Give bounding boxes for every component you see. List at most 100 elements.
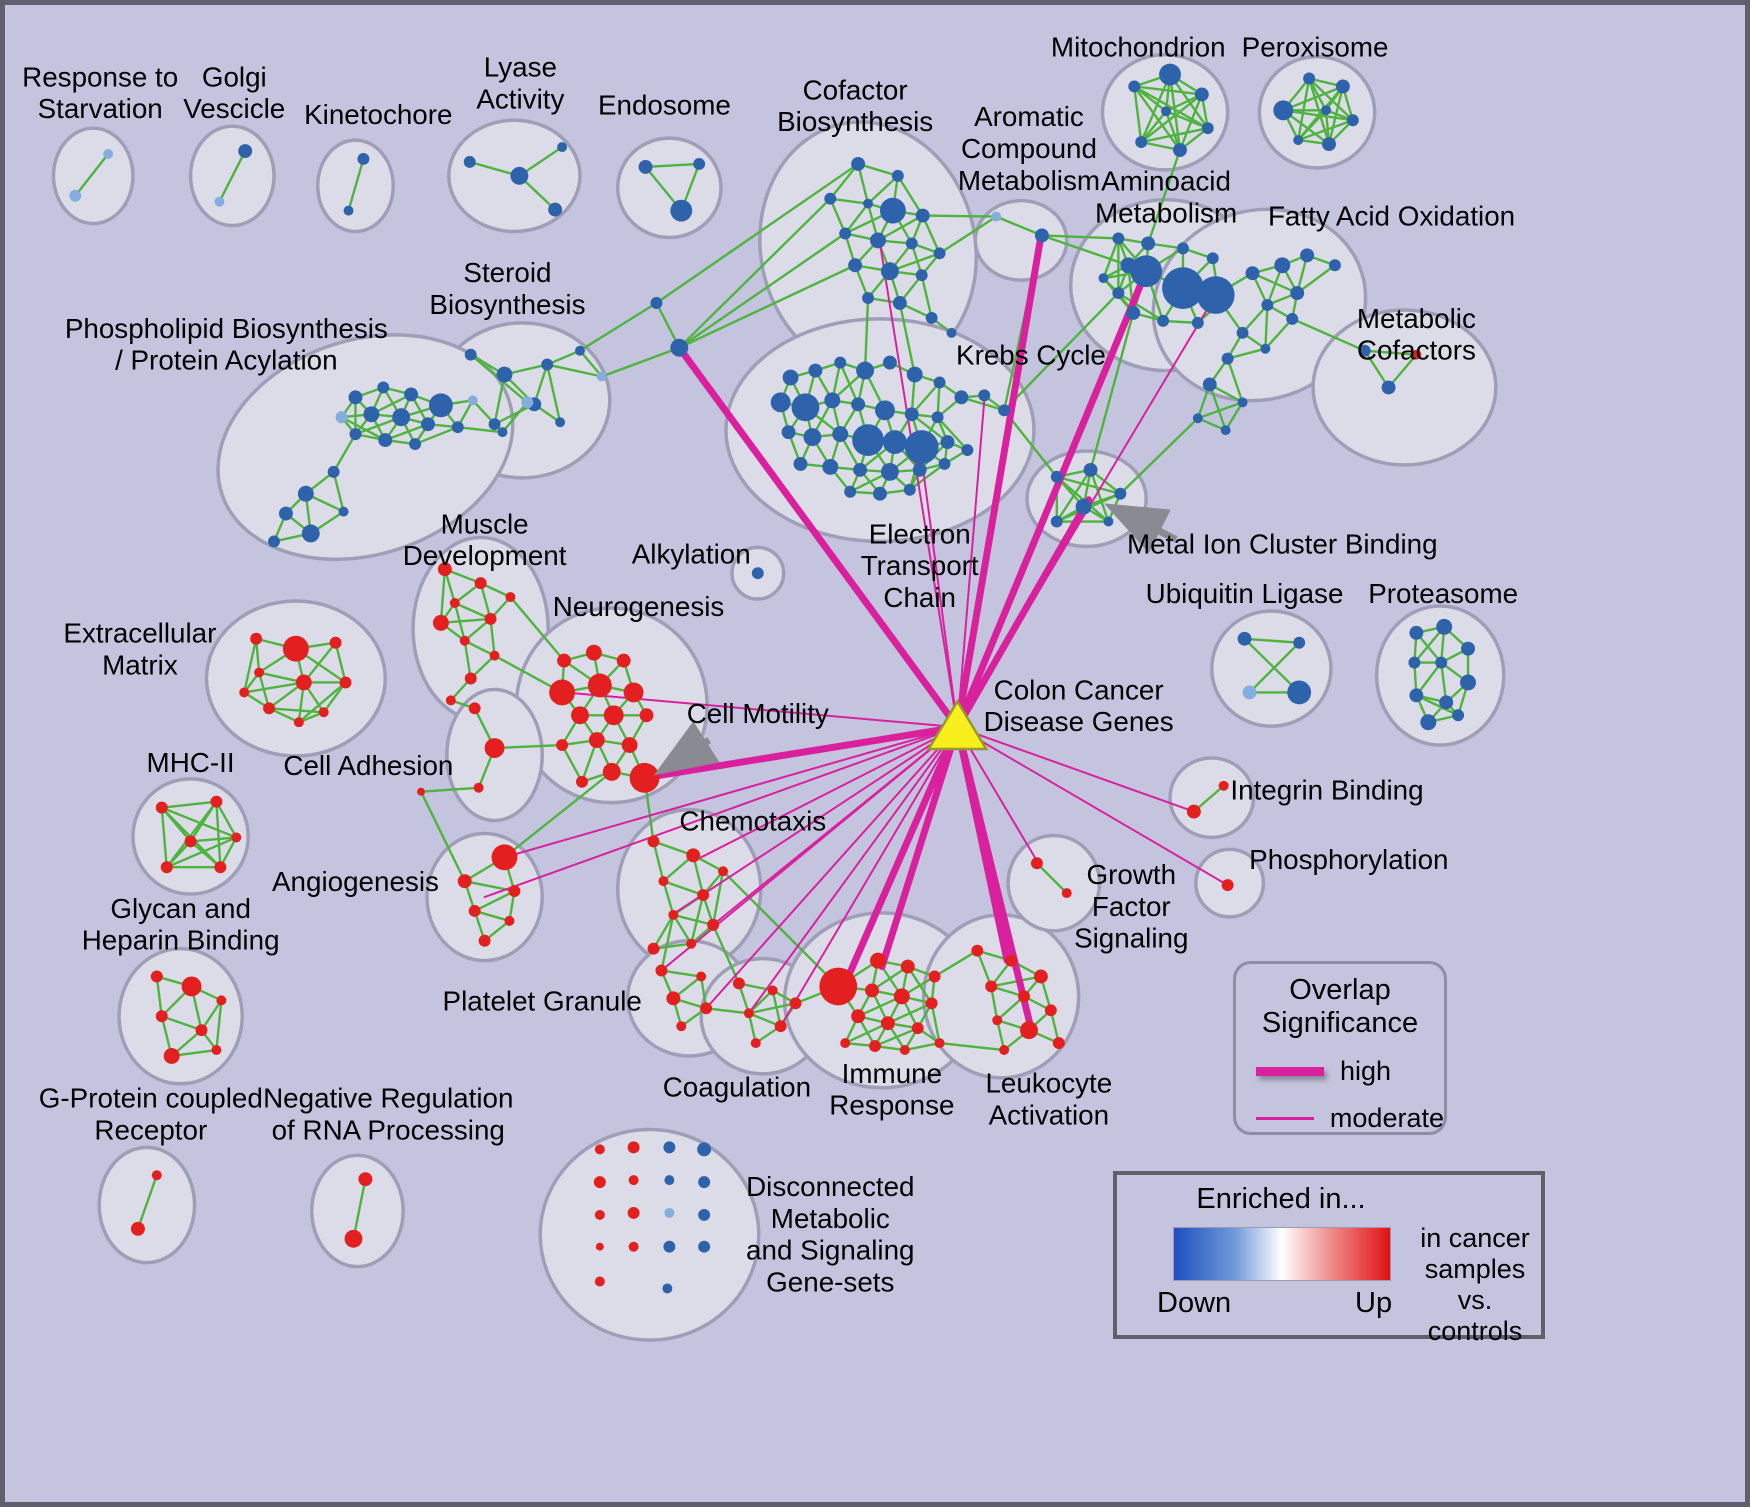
- network-edge: [911, 413, 949, 444]
- network-edge: [561, 744, 584, 783]
- gene-set-node: [832, 426, 849, 443]
- gene-set-node: [216, 995, 227, 1006]
- gene-set-node: [840, 1038, 851, 1049]
- inter-cluster-edge: [678, 197, 832, 349]
- gene-set-node: [971, 944, 984, 957]
- gene-set-node: [940, 435, 955, 450]
- network-edge: [479, 582, 492, 620]
- gene-set-node: [301, 524, 320, 543]
- gene-set-node: [781, 425, 796, 440]
- gene-set-node: [1061, 888, 1072, 899]
- network-edge: [474, 909, 510, 923]
- gene-set-node: [791, 393, 820, 422]
- gene-set-node: [978, 389, 991, 402]
- gene-set-node: [489, 650, 500, 661]
- gene-set-node: [851, 156, 866, 171]
- network-edge: [1244, 637, 1300, 644]
- inter-cluster-edge: [1089, 312, 1135, 471]
- network-edge: [1102, 238, 1120, 279]
- gene-set-node: [621, 737, 638, 754]
- overlap-legend-title-line1: Overlap: [1289, 974, 1391, 1006]
- label-leukocyte-activation: Activation: [989, 1100, 1110, 1131]
- gene-set-node: [686, 938, 697, 949]
- inter-cluster-edge: [863, 297, 870, 371]
- network-edge: [215, 801, 238, 839]
- overlap-legend-title: Overlap Significance: [1236, 974, 1444, 1040]
- label-immune-response: Response: [829, 1090, 954, 1121]
- gene-set-node: [457, 874, 472, 889]
- significance-edge-high: [841, 723, 961, 987]
- gene-set-node: [293, 717, 304, 728]
- label-mitochondrion: Mitochondrion: [1051, 32, 1226, 63]
- label-colon-cancer-disease-genes: Colon Cancer: [994, 674, 1164, 705]
- gene-set-node: [1128, 80, 1141, 93]
- gene-set-node: [1409, 688, 1424, 703]
- network-edge: [887, 1002, 933, 1025]
- significance-edge-moderate: [956, 399, 986, 729]
- enrichment-up-label: Up: [1355, 1287, 1393, 1319]
- gene-set-node: [1130, 255, 1163, 288]
- gene-set-node: [1335, 79, 1350, 94]
- label-electron-transport-chain: Chain: [883, 582, 956, 613]
- gene-set-node: [1186, 804, 1201, 819]
- gene-set-node: [1435, 656, 1448, 669]
- gene-set-node: [571, 706, 589, 725]
- gene-set-node: [743, 1008, 754, 1019]
- colon-cancer-hub-triangle: [926, 698, 989, 751]
- enrichment-down-label: Down: [1157, 1287, 1232, 1319]
- cell-motility-pointer: [653, 721, 720, 776]
- gene-set-node: [698, 1240, 711, 1253]
- network-edge: [1226, 358, 1244, 403]
- label-mhc-ii: MHC-II: [147, 747, 235, 778]
- gene-set-node: [880, 462, 899, 481]
- gene-set-node: [363, 406, 380, 423]
- network-edge: [829, 198, 847, 234]
- cluster-bubble-proteasome: [1374, 604, 1506, 747]
- network-edge: [257, 672, 271, 709]
- gene-set-node: [596, 371, 607, 382]
- label-growth-factor-signaling: Growth: [1086, 859, 1176, 890]
- gene-set-node: [160, 861, 173, 874]
- gene-set-node: [1273, 100, 1294, 121]
- gene-set-node: [700, 1002, 713, 1015]
- gene-set-node: [638, 159, 653, 174]
- gene-set-node: [163, 1048, 180, 1064]
- gene-set-node: [510, 166, 529, 185]
- gene-set-node: [750, 1038, 761, 1049]
- gene-set-node: [1452, 709, 1465, 722]
- gene-set-node: [1245, 266, 1260, 281]
- gene-set-node: [670, 199, 693, 222]
- gene-set-node: [655, 964, 668, 977]
- gene-set-node: [1460, 674, 1476, 691]
- gene-set-node: [628, 1241, 639, 1252]
- gene-set-node: [211, 1045, 222, 1055]
- gene-set-node: [437, 562, 452, 577]
- gene-set-node: [195, 1024, 208, 1037]
- network-edge: [1415, 694, 1459, 717]
- cluster-bubble-growth-factor-signaling: [1006, 833, 1102, 933]
- significance-edge-moderate: [483, 726, 959, 899]
- label-lyase-activity: Lyase: [484, 52, 557, 83]
- gene-set-node: [1439, 695, 1454, 710]
- label-extracellular-matrix: Matrix: [102, 650, 178, 681]
- network-edge: [1055, 469, 1092, 523]
- network-edge: [332, 471, 345, 512]
- network-edge: [1243, 637, 1301, 694]
- moderate-significance-label: moderate: [1329, 1103, 1444, 1133]
- gene-set-node: [594, 1144, 605, 1155]
- network-edge: [268, 707, 324, 714]
- label-growth-factor-signaling: Signaling: [1074, 923, 1188, 954]
- gene-set-node: [663, 1240, 676, 1253]
- label-glycan-heparin-binding: Glycan and: [110, 893, 251, 924]
- network-edge: [662, 880, 675, 916]
- gene-set-node: [893, 988, 910, 1005]
- significance-edge-moderate: [747, 726, 959, 1015]
- network-edge: [244, 681, 305, 694]
- network-edge: [1140, 110, 1167, 143]
- high-significance-line-sample: [1256, 1067, 1324, 1076]
- gene-set-node: [629, 762, 660, 793]
- gene-set-node: [556, 739, 569, 752]
- gene-set-node: [496, 366, 513, 383]
- network-edge: [1208, 384, 1227, 431]
